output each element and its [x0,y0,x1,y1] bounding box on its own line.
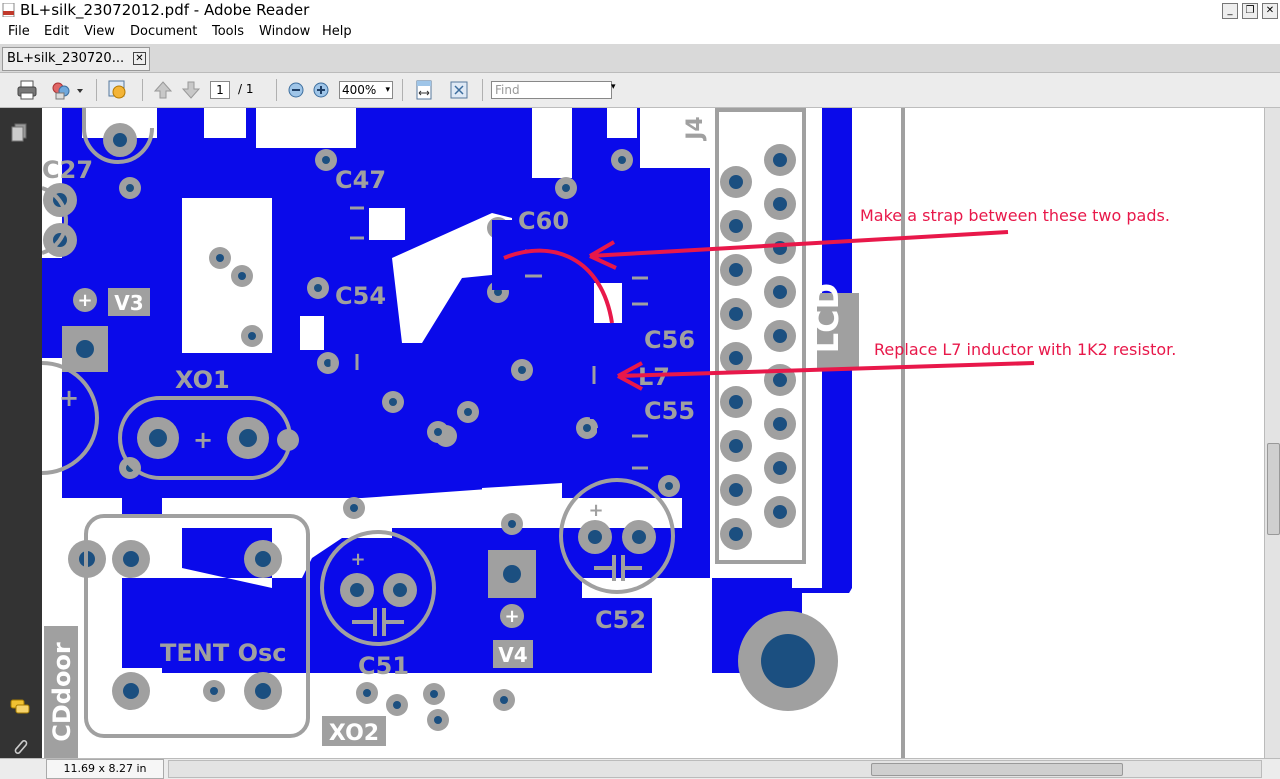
silkscreen-outlines [42,108,675,738]
board-outline [901,108,905,758]
c56-label: C56 [644,326,695,354]
vertical-scroll-thumb[interactable] [1267,443,1280,535]
review-icon[interactable] [106,79,128,101]
polarity-markers: + + + + + + [59,288,604,628]
cddoor-label: CDdoor [48,642,76,742]
toolbar-separator [96,79,97,101]
page-size: 11.69 x 8.27 in [46,759,164,779]
svg-text:+: + [193,426,213,454]
pcb-layout: LCD J4 [42,108,1264,758]
annotation-replace-l7: Replace L7 inductor with 1K2 resistor. [874,340,1176,359]
cddoor-label-box [44,626,78,758]
page-number-input[interactable]: 1 [210,81,230,99]
navigation-panel [0,108,42,758]
svg-text:+: + [77,290,92,311]
document-tab-label: BL+silk_230720... [7,51,125,66]
print-icon[interactable] [16,79,38,101]
toolbar-separator [142,79,143,101]
vertical-scrollbar[interactable] [1264,108,1280,758]
xo2-label: XO2 [329,721,379,746]
smd-pad-copper [328,220,626,466]
c52-label: C52 [595,606,646,634]
menu-bar: File Edit View Document Tools Window Hel… [0,22,1280,43]
close-tab-icon[interactable]: ✕ [133,52,146,65]
zoom-select[interactable]: 400% ▾ [339,81,393,99]
xo1-label: XO1 [175,366,230,394]
find-dropdown-icon[interactable]: ▾ [611,82,616,92]
attachments-icon[interactable] [9,736,31,758]
smd-markings [330,206,648,470]
svg-text:+: + [588,500,603,521]
next-page-icon[interactable] [180,79,202,101]
v4-label: V4 [498,643,527,667]
find-input[interactable]: Find [491,81,612,99]
window-title: BL+silk_23072012.pdf - Adobe Reader [20,1,310,19]
minimize-icon[interactable]: _ [1222,3,1238,19]
previous-page-icon[interactable] [152,79,174,101]
svg-text:+: + [59,384,79,412]
collaborate-icon[interactable] [50,79,72,101]
title-bar: BL+silk_23072012.pdf - Adobe Reader _ ❐ … [0,0,1280,20]
mounting-hole-center [761,634,815,688]
menu-help[interactable]: Help [322,24,352,39]
annotation-marks [503,230,1035,391]
xo2-label-box [322,716,386,746]
v3-label: V3 [114,291,143,315]
page-total: / 1 [238,82,254,96]
menu-window[interactable]: Window [259,24,311,39]
zoom-in-icon[interactable] [310,79,332,101]
c47-label: C47 [335,166,386,194]
lcd-label-box [817,293,859,368]
zoom-value: 400% [342,83,377,97]
menu-document[interactable]: Document [130,24,198,39]
v4-label-box [493,640,533,668]
lcd-connector-outline [715,108,806,564]
annotation-strap: Make a strap between these two pads. [860,206,1170,225]
j4-label: J4 [683,116,708,142]
lcd-label: LCD [808,283,846,353]
toolbar-separator [482,79,483,101]
toolbar-separator [402,79,403,101]
status-bar: 11.69 x 8.27 in [0,758,1280,779]
document-tab[interactable]: BL+silk_230720... ✕ [2,47,150,71]
through-hole-pads [43,123,656,710]
menu-file[interactable]: File [8,24,30,39]
zoom-out-icon[interactable] [285,79,307,101]
horizontal-scroll-thumb[interactable] [871,763,1123,776]
menu-edit[interactable]: Edit [44,24,70,39]
v3-label-box [108,288,150,316]
toolbar-separator [276,79,277,101]
comments-icon[interactable] [9,696,31,718]
menu-tools[interactable]: Tools [212,24,245,39]
c51-label: C51 [358,652,409,680]
c60-label: C60 [518,207,569,235]
via-holes [126,156,673,724]
menu-view[interactable]: View [84,24,115,39]
pages-icon[interactable] [9,122,31,144]
chevron-down-icon: ▾ [385,85,390,95]
restore-icon[interactable]: ❐ [1242,3,1258,19]
svg-text:+: + [504,606,519,627]
board-edge [852,108,1264,758]
tent-osc-label: TENT Osc [160,639,287,667]
collaborate-dropdown-icon[interactable] [74,79,86,101]
c27-label: C27 [42,156,93,184]
svg-text:+: + [350,549,365,570]
document-view[interactable]: LCD J4 [42,108,1264,758]
pdf-file-icon [2,3,15,17]
toolbar: 1 / 1 400% ▾ Find ▾ [0,73,1280,108]
close-icon[interactable]: ✕ [1262,3,1278,19]
capacitor-symbols [352,555,642,636]
fit-page-icon[interactable] [448,79,470,101]
c54-label: C54 [335,282,386,310]
document-tab-bar: BL+silk_230720... ✕ [0,44,1280,73]
fit-width-icon[interactable] [413,79,435,101]
c55-label: C55 [644,397,695,425]
horizontal-scrollbar[interactable] [168,760,1262,778]
